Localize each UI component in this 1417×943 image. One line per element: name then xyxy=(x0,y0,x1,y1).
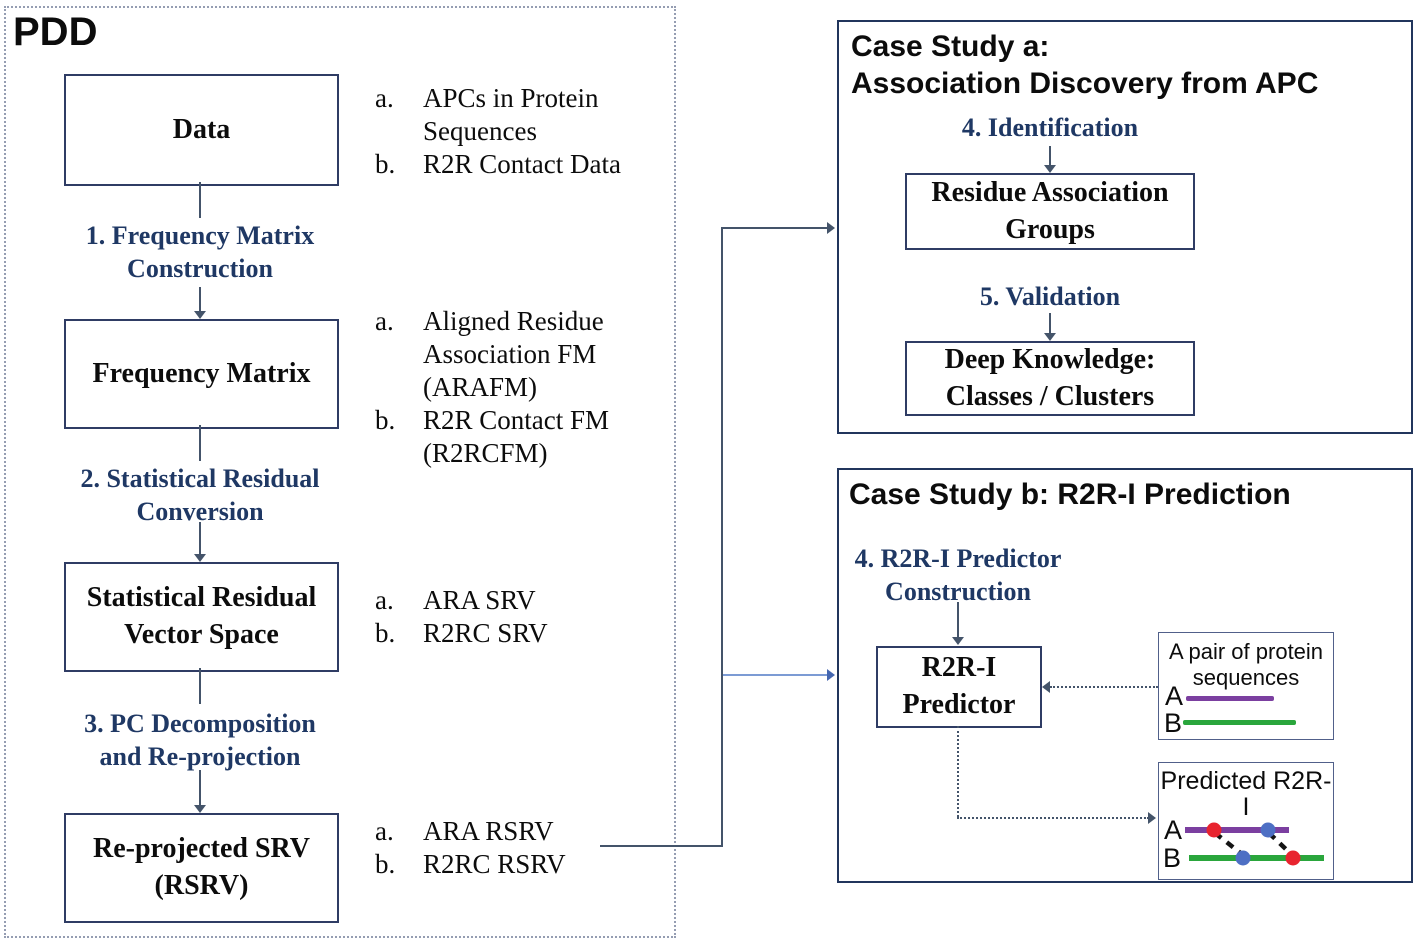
predicted-box-title: Predicted R2R-I xyxy=(1160,767,1332,821)
dotted-connector-pair-to-predictor xyxy=(1050,686,1158,688)
list-marker: b. xyxy=(375,618,396,648)
residue-association-groups-box: Residue Association Groups xyxy=(905,173,1195,250)
arrowhead-fm xyxy=(194,311,206,319)
list-text: ARA RSRV xyxy=(423,816,554,846)
frequency-matrix-list: a. Aligned Residue Association FM (ARAFM… xyxy=(375,305,665,470)
data-list: a. APCs in Protein Sequences b. R2R Cont… xyxy=(375,82,665,181)
sequence-b-line xyxy=(1183,720,1296,725)
list-marker: a. xyxy=(375,83,394,113)
list-item: b. R2RC RSRV xyxy=(375,848,665,881)
interaction-link-2 xyxy=(1267,831,1294,857)
connector-fm-step2 xyxy=(199,425,201,461)
arrowhead-rsrv xyxy=(194,805,206,813)
arrowhead-into-predictor xyxy=(1042,681,1050,693)
list-marker: a. xyxy=(375,585,394,615)
arrowhead-into-predicted xyxy=(1148,812,1156,824)
list-marker: b. xyxy=(375,405,396,435)
connector-vertical-trunk xyxy=(721,227,723,847)
data-box: Data xyxy=(64,74,339,186)
step3-label: 3. PC Decomposition and Re-projection xyxy=(84,709,316,771)
list-item: a. APCs in Protein Sequences xyxy=(375,82,665,148)
list-marker: b. xyxy=(375,149,396,179)
connector-predictor-construction xyxy=(957,602,959,638)
arrowhead-knowledge xyxy=(1044,333,1056,341)
case-a-title: Case Study a: Association Discovery from… xyxy=(851,30,1319,100)
predicted-sequence-a-label: A xyxy=(1164,815,1183,845)
predicted-interactions-illustration xyxy=(1185,822,1324,866)
list-text: Aligned Residue Association FM (ARAFM) xyxy=(423,306,604,402)
case-b-title: Case Study b: R2R-I Prediction xyxy=(849,478,1291,511)
connector-step1-fm xyxy=(199,287,201,313)
residue-dot-red-a xyxy=(1206,822,1222,838)
step1-label: 1. Frequency Matrix Construction xyxy=(85,221,315,283)
pair-box-title: A pair of protein sequences xyxy=(1168,639,1324,690)
connector-step3-rsrv xyxy=(199,770,201,806)
list-marker: a. xyxy=(375,816,394,846)
connector-to-case-a xyxy=(721,227,828,229)
deep-knowledge-box: Deep Knowledge: Classes / Clusters xyxy=(905,341,1195,416)
list-text: R2R Contact FM (R2RCFM) xyxy=(423,405,610,468)
list-item: b. R2R Contact Data xyxy=(375,148,665,181)
rsrv-list: a. ARA RSRV b. R2RC RSRV xyxy=(375,815,665,881)
list-text: R2R Contact Data xyxy=(423,149,621,179)
residue-dot-red-b xyxy=(1285,850,1301,866)
arrowhead-case-b xyxy=(827,669,835,681)
case-b-step4-label: 4. R2R-I Predictor Construction xyxy=(854,544,1062,606)
list-item: a. Aligned Residue Association FM (ARAFM… xyxy=(375,305,665,404)
connector-rsrv-out xyxy=(600,845,723,847)
list-marker: a. xyxy=(375,306,394,336)
list-item: a. ARA SRV xyxy=(375,584,665,617)
srv-list: a. ARA SRV b. R2RC SRV xyxy=(375,584,665,650)
arrowhead-predictor xyxy=(952,637,964,645)
list-text: APCs in Protein Sequences xyxy=(423,83,599,146)
residue-dot-blue-b xyxy=(1235,850,1251,866)
interaction-link-1 xyxy=(1213,831,1245,857)
rsrv-box: Re-projected SRV (RSRV) xyxy=(64,813,339,923)
step2-label: 2. Statistical Residual Conversion xyxy=(80,464,320,526)
connector-validation xyxy=(1049,313,1051,334)
pair-of-sequences-box: A pair of protein sequences A B xyxy=(1158,632,1334,740)
arrowhead-case-a xyxy=(827,222,835,234)
list-item: b. R2R Contact FM (R2RCFM) xyxy=(375,404,665,470)
dotted-connector-to-predicted xyxy=(957,817,1149,819)
dotted-connector-predictor-down xyxy=(957,726,959,817)
arrowhead-srv xyxy=(194,554,206,562)
case-a-step4-label: 4. Identification xyxy=(961,113,1139,142)
connector-srv-step3 xyxy=(199,668,201,704)
residue-dot-blue-a xyxy=(1260,822,1276,838)
list-item: a. ARA RSRV xyxy=(375,815,665,848)
r2ri-predictor-box: R2R-I Predictor xyxy=(876,646,1042,728)
connector-step2-srv xyxy=(199,522,201,554)
list-text: R2RC SRV xyxy=(423,618,548,648)
case-a-step5-label: 5. Validation xyxy=(979,282,1121,311)
frequency-matrix-box: Frequency Matrix xyxy=(64,319,339,429)
connector-data-step1 xyxy=(199,182,201,218)
list-text: R2RC RSRV xyxy=(423,849,566,879)
list-marker: b. xyxy=(375,849,396,879)
sequence-b-label: B xyxy=(1164,708,1183,738)
sequence-a-line xyxy=(1186,696,1274,701)
sequence-a-label: A xyxy=(1165,681,1184,711)
connector-identification xyxy=(1049,146,1051,166)
arrowhead-groups xyxy=(1044,165,1056,173)
list-text: ARA SRV xyxy=(423,585,536,615)
pdd-title: PDD xyxy=(13,10,98,54)
connector-to-case-b xyxy=(723,674,827,676)
predicted-r2ri-box: Predicted R2R-I A B xyxy=(1158,762,1334,880)
srv-space-box: Statistical Residual Vector Space xyxy=(64,562,339,672)
list-item: b. R2RC SRV xyxy=(375,617,665,650)
predicted-sequence-b-label: B xyxy=(1163,843,1182,873)
